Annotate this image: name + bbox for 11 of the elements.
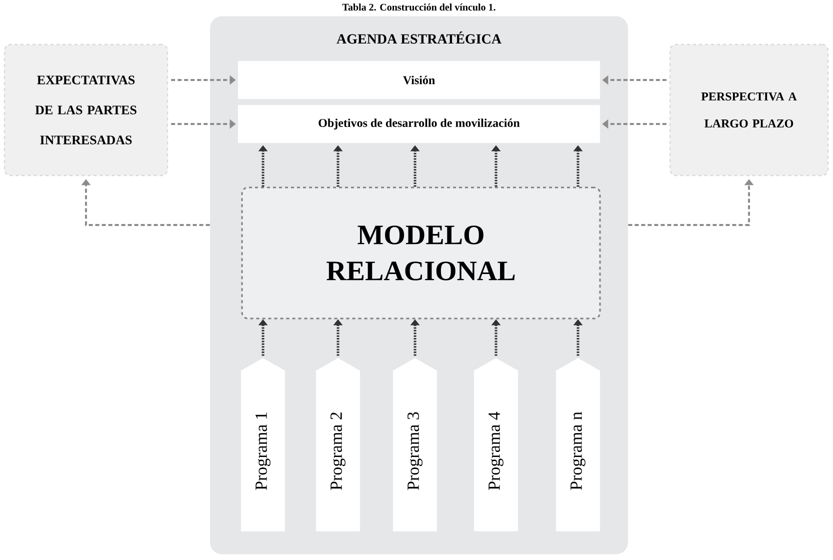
program-tag: Programa 3 bbox=[393, 358, 437, 532]
title: Tabla 2. Construcción del vínculo 1. bbox=[342, 4, 496, 11]
program-tag: Programa 2 bbox=[316, 358, 360, 532]
program-tag: Programa 1 bbox=[241, 358, 285, 532]
stakeholder-box: EXPECTATIVAS DE LAS PARTES INTERESADAS bbox=[4, 44, 168, 176]
model-box: MODELO RELACIONAL bbox=[241, 186, 601, 320]
program-tag: Programa 4 bbox=[474, 358, 518, 532]
text-bar: Objetivos de desarrollo de movilización bbox=[238, 105, 600, 143]
stakeholder-box: PERSPECTIVA A LARGO PLAZO bbox=[669, 44, 829, 176]
program-tag: Programa n bbox=[556, 358, 600, 532]
text-bar: Visión bbox=[238, 61, 600, 99]
